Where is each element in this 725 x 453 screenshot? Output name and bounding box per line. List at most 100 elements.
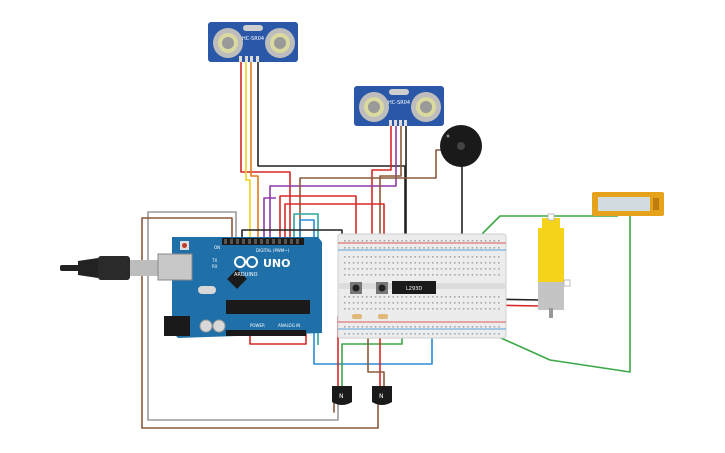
breadboard-hole <box>379 247 381 249</box>
breadboard-hole <box>436 326 438 328</box>
breadboard-hole <box>454 256 456 258</box>
breadboard-hole <box>401 268 403 270</box>
breadboard-hole <box>493 333 496 335</box>
breadboard-hole <box>396 256 399 258</box>
breadboard-hole <box>471 268 474 270</box>
breadboard-hole <box>449 296 452 298</box>
breadboard-hole <box>498 247 500 249</box>
driver-chip-label: L293D <box>406 286 422 292</box>
breadboard-hole <box>357 262 359 264</box>
breadboard-hole <box>392 274 394 276</box>
breadboard-hole <box>427 333 430 335</box>
breadboard-hole <box>357 268 359 270</box>
breadboard-hole <box>480 247 482 249</box>
breadboard-hole <box>352 296 355 298</box>
breadboard-hole <box>344 326 346 328</box>
breadboard-hole <box>348 256 350 258</box>
breadboard-hole <box>476 262 478 264</box>
breadboard-hole <box>388 333 390 335</box>
breadboard-hole <box>388 256 390 258</box>
breadboard-hole <box>493 308 496 310</box>
breadboard-hole <box>476 268 478 270</box>
breadboard-hole <box>374 240 377 242</box>
top-sensor-label: HC-SR04 <box>242 36 264 42</box>
transistor-icon: N N <box>332 386 392 405</box>
breadboard-hole <box>418 247 421 249</box>
breadboard-hole <box>462 326 465 328</box>
breadboard-hole <box>410 240 412 242</box>
breadboard-hole <box>374 308 377 310</box>
breadboard-hole <box>396 262 399 264</box>
breadboard-hole <box>357 308 359 310</box>
rx-label: RX <box>212 264 218 269</box>
breadboard-hole <box>498 296 500 298</box>
breadboard-hole <box>458 296 460 298</box>
breadboard-hole <box>383 256 386 258</box>
breadboard-hole <box>440 256 443 258</box>
breadboard-hole <box>498 274 500 276</box>
breadboard-hole <box>458 247 460 249</box>
breadboard-hole <box>445 268 447 270</box>
breadboard-hole <box>418 308 421 310</box>
breadboard-hole <box>467 247 469 249</box>
breadboard-hole <box>445 240 447 242</box>
tx-label: TX <box>211 258 217 263</box>
board-brand: ARDUINO <box>234 272 258 278</box>
breadboard-hole <box>383 333 386 335</box>
breadboard-hole <box>361 274 364 276</box>
breadboard-hole <box>418 256 421 258</box>
breadboard-hole <box>383 268 386 270</box>
breadboard-hole <box>414 333 416 335</box>
breadboard-hole <box>401 296 403 298</box>
breadboard-hole <box>366 333 368 335</box>
breadboard-hole <box>462 302 465 304</box>
breadboard-hole <box>366 268 368 270</box>
breadboard-hole <box>445 326 447 328</box>
breadboard-hole <box>370 308 372 310</box>
breadboard-hole <box>379 333 381 335</box>
breadboard-hole <box>480 308 482 310</box>
breadboard-hole <box>493 268 496 270</box>
breadboard-hole <box>344 256 346 258</box>
breadboard-hole <box>370 256 372 258</box>
breadboard-hole <box>392 302 394 304</box>
breadboard-hole <box>427 308 430 310</box>
breadboard-hole <box>445 302 447 304</box>
breadboard-hole <box>357 274 359 276</box>
breadboard-hole <box>493 247 496 249</box>
lcd-display-icon <box>592 192 664 216</box>
svg-text:N: N <box>379 393 384 400</box>
breadboard-hole <box>467 302 469 304</box>
breadboard-hole <box>476 296 478 298</box>
breadboard-hole <box>480 268 482 270</box>
wire-top-sensor-black <box>257 60 406 240</box>
breadboard-hole <box>489 268 491 270</box>
breadboard-hole <box>471 308 474 310</box>
breadboard-hole <box>423 256 425 258</box>
breadboard-hole <box>361 333 364 335</box>
breadboard-hole <box>366 274 368 276</box>
breadboard-hole <box>458 308 460 310</box>
breadboard-hole <box>445 274 447 276</box>
breadboard-hole <box>445 308 447 310</box>
wire-brown-loop <box>141 217 379 429</box>
breadboard-hole <box>392 256 394 258</box>
breadboard-hole <box>467 308 469 310</box>
breadboard-hole <box>454 240 456 242</box>
breadboard-hole <box>445 333 447 335</box>
breadboard-hole <box>370 296 372 298</box>
breadboard-hole <box>454 262 456 264</box>
breadboard-hole <box>436 274 438 276</box>
breadboard-hole <box>484 268 487 270</box>
breadboard-hole <box>458 240 460 242</box>
breadboard-hole <box>423 308 425 310</box>
wire-mid-sensor-purple <box>269 124 397 240</box>
breadboard-hole <box>414 274 416 276</box>
breadboard-hole <box>493 262 496 264</box>
breadboard-hole <box>410 308 412 310</box>
breadboard-hole <box>467 326 469 328</box>
breadboard-hole <box>344 296 346 298</box>
arduino-logo-icon <box>234 256 258 268</box>
breadboard-hole <box>366 296 368 298</box>
breadboard-hole <box>396 268 399 270</box>
